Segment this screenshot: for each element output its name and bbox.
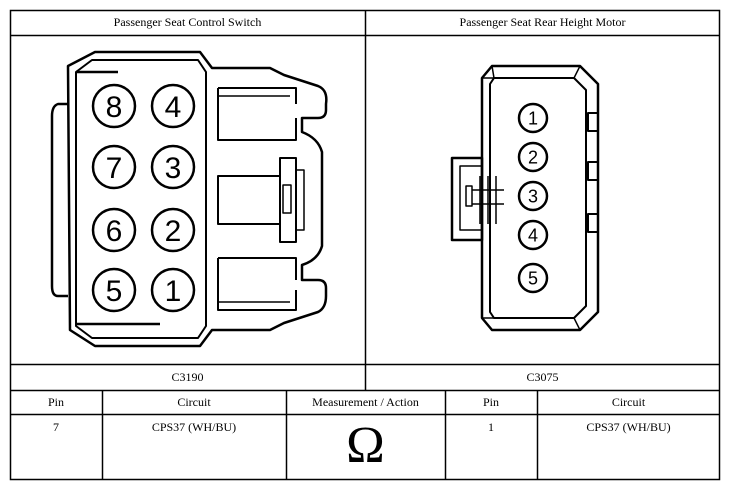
- right-connector-title: Passenger Seat Rear Height Motor: [459, 15, 626, 29]
- connector-c3190-drawing: [50, 50, 328, 348]
- connector-c3075-drawing: [450, 64, 600, 332]
- right-connector-id: C3075: [526, 370, 559, 384]
- pin-5-cavity: [91, 267, 137, 313]
- header-circuit-b: Circuit: [611, 395, 646, 409]
- ohm-measurement-symbol: Ω: [346, 417, 385, 474]
- pin-5-label: 5: [106, 275, 123, 308]
- row-circuit-a: CPS37 (WH/BU): [151, 420, 237, 434]
- pin-4-label: 4: [165, 91, 182, 124]
- pin-1-label: 1: [528, 108, 538, 128]
- header-pin-b: Pin: [482, 395, 499, 409]
- header-pin-a: Pin: [47, 395, 64, 409]
- pin-1-label: 1: [165, 275, 182, 308]
- pin-1-cavity: [517, 102, 549, 134]
- row-circuit-b: CPS37 (WH/BU): [586, 420, 671, 434]
- left-connector-title: Passenger Seat Control Switch: [113, 15, 262, 29]
- row-pin-b: 1: [488, 420, 494, 434]
- pin-2-label: 2: [528, 147, 538, 167]
- pin-8-cavity: [91, 83, 137, 129]
- pin-4-label: 4: [528, 225, 538, 245]
- pin-3-cavity: [517, 180, 549, 212]
- row-pin-a: 7: [53, 420, 59, 434]
- pin-7-cavity: [91, 144, 137, 190]
- pin-3-label: 3: [165, 152, 182, 185]
- header-circuit-a: Circuit: [177, 395, 211, 409]
- pin-7-label: 7: [106, 152, 123, 185]
- pin-6-label: 6: [106, 215, 123, 248]
- pin-4-cavity: [150, 83, 196, 129]
- left-connector-id: C3190: [171, 370, 204, 384]
- pin-2-cavity: [150, 207, 196, 253]
- pin-5-label: 5: [528, 268, 538, 288]
- c3075-pin-cavities: 1 2 3 4 5: [517, 102, 549, 294]
- pin-2-cavity: [517, 141, 549, 173]
- pin-2-label: 2: [165, 215, 182, 248]
- pin-8-label: 8: [106, 91, 123, 124]
- pin-1-cavity: [150, 267, 196, 313]
- pin-4-cavity: [517, 219, 549, 251]
- pin-3-label: 3: [528, 186, 538, 206]
- pin-3-cavity: [150, 144, 196, 190]
- pin-5-cavity: [517, 262, 549, 294]
- pin-6-cavity: [91, 207, 137, 253]
- header-measurement: Measurement / Action: [312, 395, 419, 409]
- c3190-pin-cavities: 1 2 3 4 5 6 7 8: [91, 83, 196, 313]
